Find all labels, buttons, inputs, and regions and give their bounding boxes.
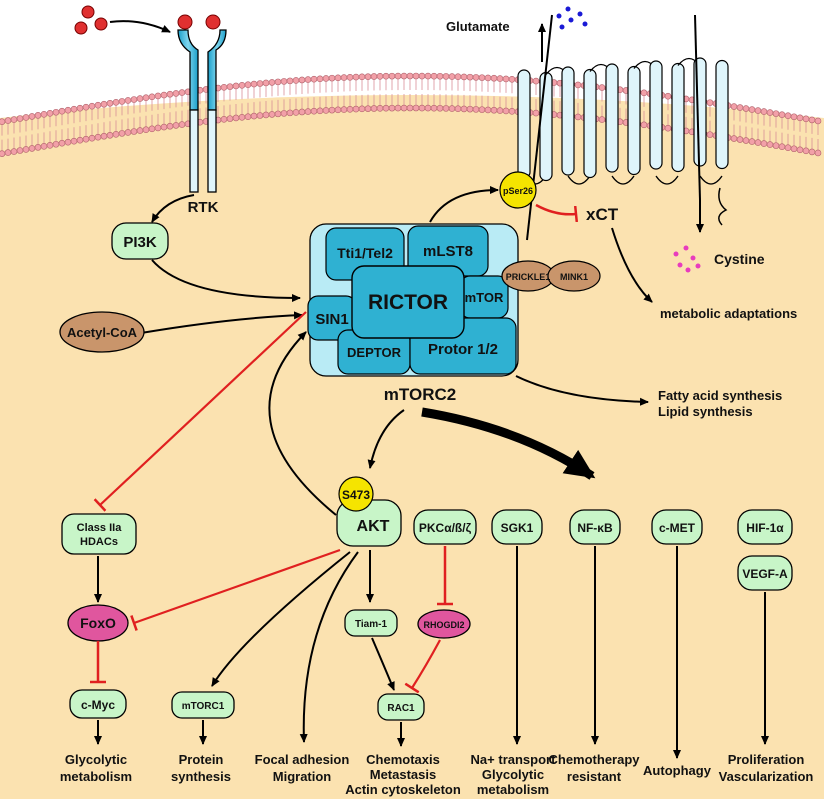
mtorc2-to-lipid-arrow [515, 375, 649, 406]
hif1a-label: HIF-1α [746, 521, 784, 535]
acetyl-coa-node[interactable] [59, 311, 145, 353]
outcome-glycolytic-2: metabolism [60, 769, 132, 784]
rtk-to-pi3k-arrow [151, 194, 195, 223]
foxo-label: FoxO [80, 615, 116, 631]
cystine-label: Cystine [714, 251, 765, 267]
nfkb-label: NF-κB [577, 521, 613, 535]
rhogdi2-node[interactable] [417, 609, 471, 639]
tiam1-node[interactable] [344, 609, 398, 637]
mtorc1-label: mTORC1 [182, 701, 225, 712]
xct-transporter-icon [517, 14, 729, 241]
outcome-na-2: Glycolytic [482, 767, 544, 782]
tiam1-label: Tiam-1 [355, 619, 387, 630]
outcome-proliferation-2: Vascularization [719, 769, 814, 784]
rhogdi2-inhibits-rac1 [404, 639, 441, 694]
cystine-molecules [673, 245, 701, 273]
metabolic-adaptations-label: metabolic adaptations [660, 306, 797, 321]
tiam1-to-rac1-arrow [371, 637, 395, 691]
outcome-chemotaxis: Chemotaxis [366, 752, 440, 767]
tti1-tel2-label: Tti1/Tel2 [337, 245, 393, 261]
cmet-label: c-MET [659, 521, 696, 535]
mink1-label: MINK1 [560, 272, 588, 282]
class-iia-hdacs-node[interactable] [61, 513, 137, 555]
cytoplasm [0, 95, 824, 799]
sin1-inhibits-hdacs [93, 311, 307, 512]
rhogdi2-label: RHOGDI2 [423, 620, 464, 630]
vegfa-node[interactable] [737, 555, 793, 591]
sgk1-label: SGK1 [501, 521, 534, 535]
pkc-node[interactable] [413, 509, 477, 545]
ligand-binding-arrow [109, 20, 171, 33]
akt-label: AKT [357, 518, 390, 535]
s473-label: S473 [342, 488, 370, 502]
mtor-label: mTOR [465, 290, 504, 305]
rac1-node[interactable] [377, 693, 425, 721]
prickle1-label: PRICKLE1 [506, 272, 551, 282]
acetyl-coa-label: Acetyl-CoA [67, 325, 138, 340]
cmyc-label: c-Myc [81, 698, 115, 712]
outcome-protein-2: synthesis [171, 769, 231, 784]
akt-to-focal-arrow [299, 551, 359, 743]
akt-inhibits-foxo [130, 548, 341, 631]
xct-label: xCT [586, 205, 619, 224]
rtk-label: RTK [188, 199, 219, 216]
glutamate-label: Glutamate [446, 19, 510, 34]
outcome-glycolytic: Glycolytic [65, 752, 127, 767]
outcome-protein: Protein [179, 752, 224, 767]
rac1-label: RAC1 [387, 703, 415, 714]
cell-membrane [0, 72, 822, 157]
acetylcoa-to-mtorc2-arrow [140, 311, 303, 334]
pkc-label: PKCα/ß/ζ [419, 521, 472, 535]
s473-badge[interactable] [338, 476, 374, 512]
outcome-na-3: metabolism [477, 782, 549, 797]
mtorc2-complex[interactable] [307, 223, 519, 377]
mtorc2-to-effectors-thick-arrow [421, 407, 596, 480]
cmet-node[interactable] [651, 509, 703, 545]
class-iia-label: Class IIa [77, 522, 123, 534]
mtorc1-node[interactable] [171, 691, 235, 719]
cmyc-node[interactable] [69, 689, 127, 719]
outcome-chemotaxis-3: Actin cytoskeleton [345, 782, 461, 797]
akt-to-mtorc1-arrow [211, 551, 351, 687]
nfkb-node[interactable] [569, 509, 621, 545]
lipid-label: Lipid synthesis [658, 404, 753, 419]
outcome-chemotaxis-2: Metastasis [370, 767, 436, 782]
pser26-badge[interactable] [499, 171, 537, 209]
pser26-label: pSer26 [503, 186, 533, 196]
pser26-inhibits-xct [535, 203, 579, 223]
outcome-proliferation: Proliferation [728, 752, 805, 767]
outcome-focal-2: Migration [273, 769, 332, 784]
ligand-molecule-icon [74, 5, 221, 35]
hif1a-node[interactable] [737, 509, 793, 545]
vegfa-label: VEGF-A [742, 567, 788, 581]
rtk-receptor-icon [177, 29, 227, 193]
outcome-focal: Focal adhesion [255, 752, 350, 767]
hdacs-label: HDACs [80, 536, 118, 548]
outcome-resistance: Chemotherapy [548, 752, 640, 767]
akt-feedback-to-sin1-arrow [268, 331, 337, 516]
sgk1-node[interactable] [491, 509, 543, 545]
outcome-autophagy: Autophagy [643, 763, 712, 778]
sin1-label: SIN1 [315, 311, 348, 328]
mtorc2-label: mTORC2 [384, 385, 456, 404]
mink1-node[interactable] [547, 260, 601, 292]
mlst8-label: mLST8 [423, 243, 473, 260]
fatty-acid-label: Fatty acid synthesis [658, 388, 782, 403]
mtorc2-to-akt-arrow [367, 409, 405, 469]
mtorc2-to-pser26-arrow [429, 186, 499, 223]
pi3k-label: PI3K [123, 234, 157, 251]
glutamate-molecules [556, 6, 588, 30]
outcome-resistance-2: resistant [567, 769, 622, 784]
pi3k-node[interactable] [111, 222, 169, 260]
pi3k-to-mtorc2-arrow [151, 259, 301, 302]
deptor-label: DEPTOR [347, 345, 402, 360]
rictor-label: RICTOR [368, 291, 448, 314]
outcome-na: Na+ transport [471, 752, 557, 767]
protor-label: Protor 1/2 [428, 341, 498, 358]
xct-to-metabolic-arrow [611, 227, 653, 303]
